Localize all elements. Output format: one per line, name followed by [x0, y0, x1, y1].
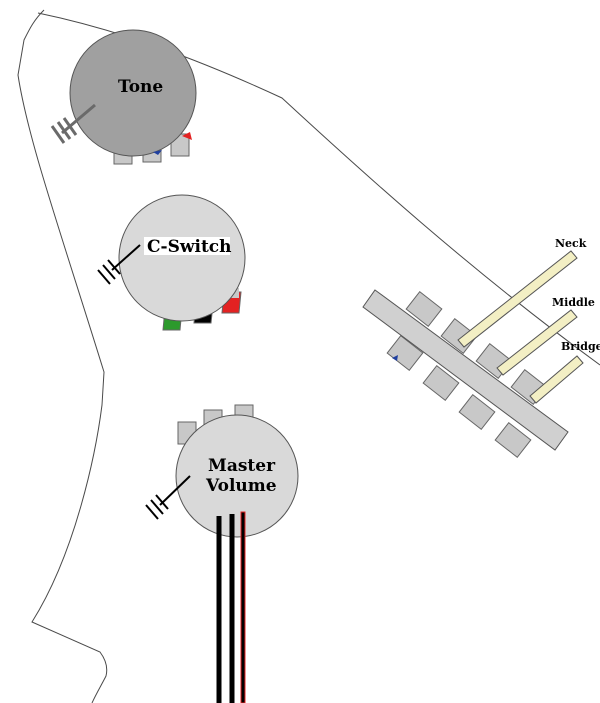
c-switch-pot: C-Switch	[97, 194, 246, 331]
switch-blue-mark	[392, 355, 398, 361]
tone-pot: Tone	[50, 29, 197, 165]
bridge-label: Bridge	[561, 340, 600, 353]
switch-body	[362, 289, 569, 451]
tone-blue-wire-tip	[153, 150, 162, 155]
middle-lever-bar	[496, 309, 578, 376]
tone-red-wire-tip	[182, 132, 192, 140]
bridge-lever: Bridge	[529, 340, 600, 404]
tone-ground-icon	[50, 103, 96, 144]
c-switch-label: C-Switch	[147, 237, 232, 257]
neck-lever-bar	[457, 250, 578, 348]
neck-lever: Neck	[457, 237, 587, 348]
master-volume-pot: Master Volume	[145, 404, 299, 703]
bridge-lever-bar	[529, 355, 584, 404]
middle-label: Middle	[552, 296, 595, 309]
tone-pot-body	[69, 29, 197, 157]
switch-lugs-bottom	[386, 335, 532, 458]
c-switch-ground-icon	[97, 244, 141, 285]
middle-lever: Middle	[496, 296, 595, 376]
body-edge-left	[17, 9, 108, 703]
volume-ground-icon	[145, 475, 191, 520]
tone-label: Tone	[118, 77, 163, 97]
volume-label-line1: Master	[208, 456, 276, 476]
volume-label-line2: Volume	[205, 476, 277, 496]
volume-pot-body	[175, 414, 299, 538]
c-switch-label-bg	[144, 237, 230, 255]
pickup-selector-switch: Neck Middle Bridge	[362, 237, 600, 458]
c-switch-pot-body	[118, 194, 246, 322]
volume-wire-red	[240, 511, 246, 703]
neck-label: Neck	[555, 237, 587, 250]
